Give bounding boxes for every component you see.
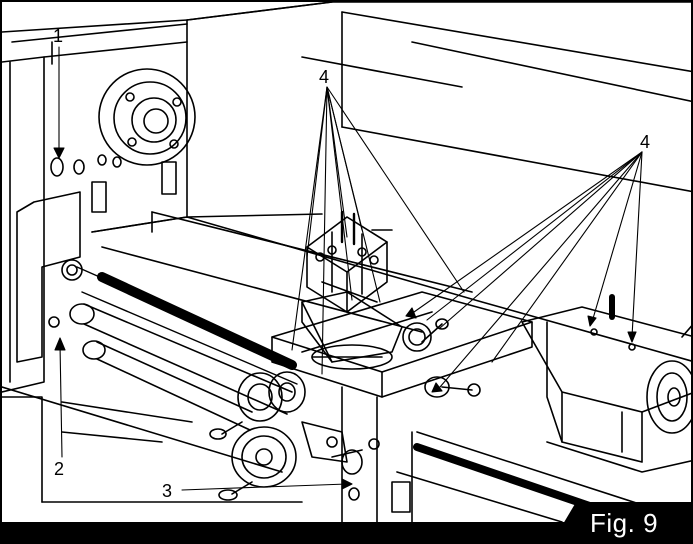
callout-3: 3	[162, 481, 173, 501]
cross-slide	[301, 291, 403, 370]
feed-rod	[69, 303, 293, 415]
spindle-nose	[98, 68, 196, 166]
apron-handwheel	[209, 371, 306, 440]
control-rod	[82, 340, 253, 431]
callout-1: 1	[53, 26, 64, 46]
cross-slide-handle	[424, 376, 481, 398]
tailstock-handwheel	[646, 325, 691, 434]
back-splash	[186, 2, 691, 193]
gearbox-cover	[16, 191, 83, 363]
lower-handwheel	[218, 426, 297, 501]
tool-post	[306, 210, 393, 313]
headstock-holes	[50, 154, 177, 213]
figure-tab	[550, 502, 691, 542]
caption-bar	[2, 522, 691, 542]
compound-handwheel	[402, 318, 449, 352]
figure-caption: Fig. 9	[590, 508, 659, 538]
leader-lines	[53, 46, 643, 491]
tailstock	[521, 294, 691, 473]
callout-2: 2	[54, 459, 65, 479]
apron-levers	[301, 421, 411, 513]
callout-4-left: 4	[319, 67, 330, 87]
lead-screw	[76, 266, 298, 385]
callout-4-right: 4	[640, 132, 651, 152]
